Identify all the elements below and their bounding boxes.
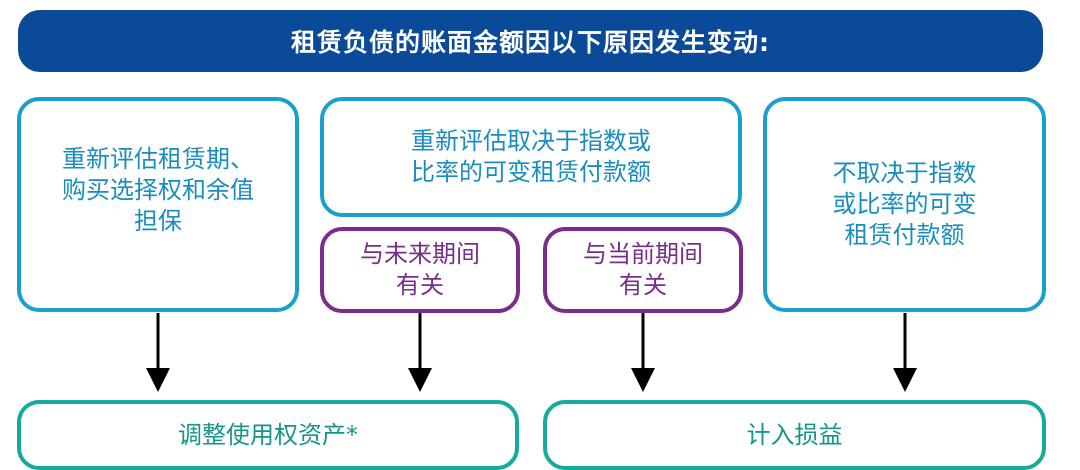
flow-arrows — [146, 313, 917, 392]
box-non-index-payments-label: 不取决于指数 或比率的可变 租赁付款额 — [832, 158, 977, 250]
box-profit-loss-label: 计入损益 — [746, 421, 843, 449]
box-profit-loss: 计入损益 — [543, 400, 1046, 470]
diagram-header: 租赁负债的账面金额因以下原因发生变动: — [18, 10, 1043, 72]
box-reassess-lease-term-label: 重新评估租赁期、 购买选择权和余值 担保 — [62, 144, 254, 236]
box-reassess-lease-term: 重新评估租赁期、 购买选择权和余值 担保 — [17, 97, 299, 312]
box-adjust-rou-asset: 调整使用权资产* — [17, 400, 519, 470]
box-future-period-label: 与未来期间 有关 — [360, 239, 480, 299]
box-non-index-payments: 不取决于指数 或比率的可变 租赁付款额 — [763, 97, 1046, 312]
box-future-period: 与未来期间 有关 — [320, 227, 520, 313]
box-current-period: 与当前期间 有关 — [543, 227, 743, 313]
arrow-4 — [893, 313, 917, 392]
arrow-3 — [631, 313, 655, 392]
arrow-2 — [408, 313, 432, 392]
header-title: 租赁负债的账面金额因以下原因发生变动: — [291, 28, 770, 57]
box-reassess-index-payments: 重新评估取决于指数或 比率的可变租赁付款额 — [320, 97, 742, 217]
box-adjust-rou-asset-label: 调整使用权资产* — [178, 421, 358, 449]
box-current-period-label: 与当前期间 有关 — [583, 239, 703, 299]
arrow-1 — [146, 313, 170, 392]
box-reassess-index-payments-label: 重新评估取决于指数或 比率的可变租赁付款额 — [411, 126, 651, 186]
